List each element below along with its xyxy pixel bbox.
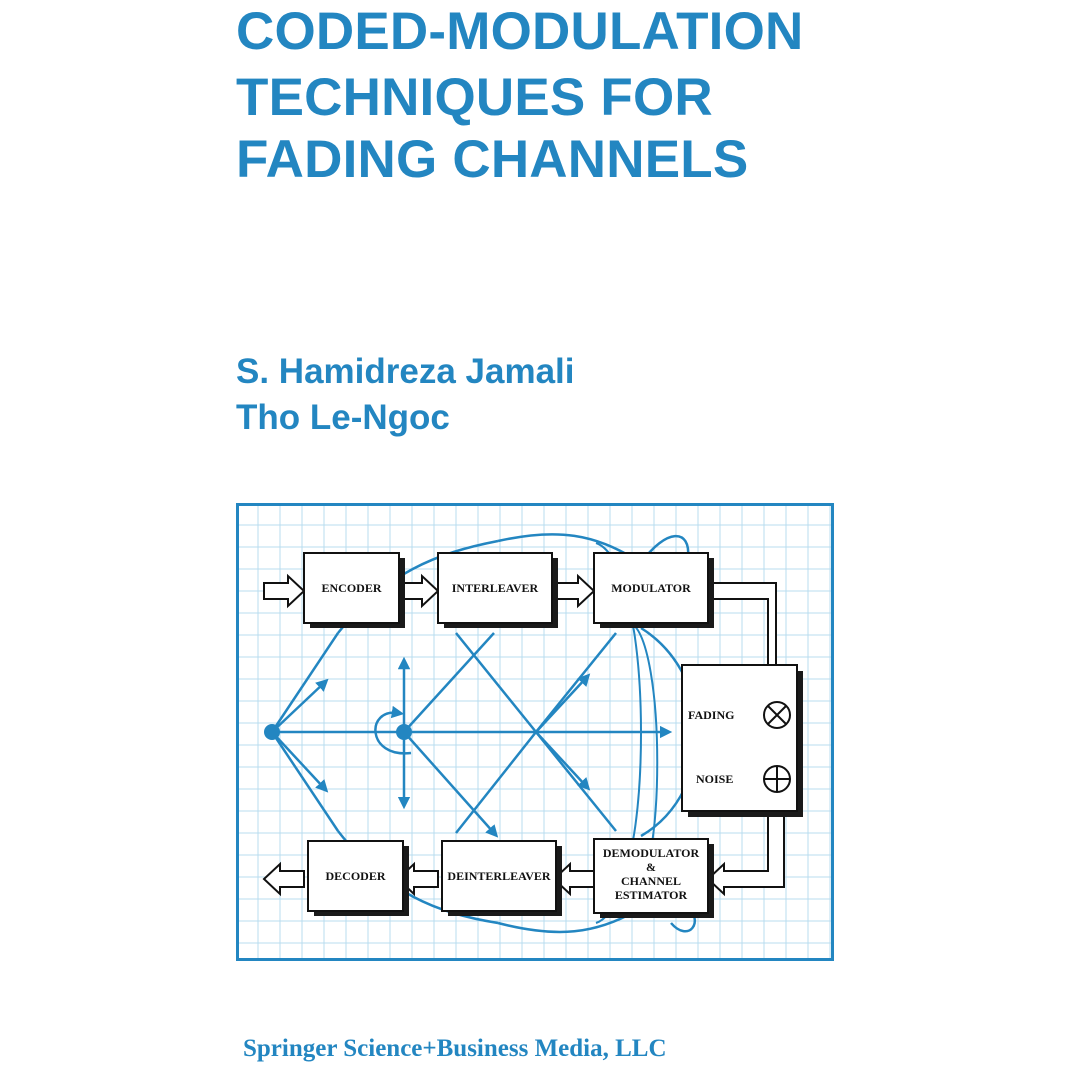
demodulator-line-3: CHANNEL (621, 874, 681, 888)
author-1: S. Hamidreza Jamali (236, 352, 575, 391)
channel-block-diagram: ENCODER INTERLEAVER MODULATOR FADING NOI… (236, 503, 834, 961)
block-deinterleaver: DEINTERLEAVER (441, 840, 562, 916)
title-line-2: TECHNIQUES FOR (236, 68, 713, 127)
block-modulator: MODULATOR (593, 552, 714, 628)
title-line-1: CODED-MODULATION (236, 2, 804, 61)
deinterleaver-label: DEINTERLEAVER (447, 869, 550, 883)
channel-demod-path (706, 802, 785, 897)
title-line-3: FADING CHANNELS (236, 130, 749, 189)
block-interleaver: INTERLEAVER (437, 552, 558, 628)
block-encoder: ENCODER (303, 552, 405, 628)
interleaver-label: INTERLEAVER (452, 581, 539, 595)
modulator-label: MODULATOR (611, 581, 691, 595)
demodulator-line-1: DEMODULATOR (603, 846, 700, 860)
block-channel: FADING NOISE (681, 664, 803, 817)
add-circle-icon (763, 765, 791, 793)
block-demodulator: DEMODULATOR & CHANNEL ESTIMATOR (593, 838, 714, 918)
fading-label: FADING (688, 708, 734, 722)
publisher: Springer Science+Business Media, LLC (243, 1035, 667, 1062)
block-decoder: DECODER (307, 840, 409, 916)
multiply-circle-icon (763, 701, 791, 729)
author-2: Tho Le-Ngoc (236, 398, 450, 437)
trellis-nodes (264, 724, 412, 740)
demodulator-line-2: & (646, 860, 656, 874)
noise-label: NOISE (696, 772, 733, 786)
output-arrow (262, 861, 305, 897)
decoder-label: DECODER (325, 869, 385, 883)
diagram-frame (236, 503, 834, 961)
encoder-label: ENCODER (321, 581, 381, 595)
demodulator-line-4: ESTIMATOR (615, 888, 688, 902)
input-arrow (263, 573, 306, 609)
